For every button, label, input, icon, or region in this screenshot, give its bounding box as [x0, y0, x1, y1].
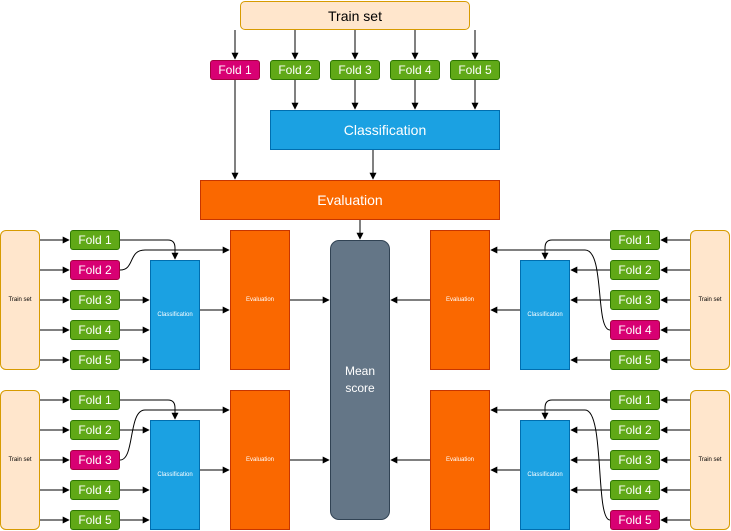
cv-left-upper-fold-3: Fold 3: [70, 290, 120, 310]
top-fold-4: Fold 4: [390, 60, 440, 80]
cv-left-upper-fold-5: Fold 5: [70, 350, 120, 370]
mean-score-box: Mean score: [330, 240, 390, 520]
cv-right-lower-fold-2: Fold 2: [610, 420, 660, 440]
cv-right-upper-fold-3: Fold 3: [610, 290, 660, 310]
cv-left-upper-fold-2: Fold 2: [70, 260, 120, 280]
cv-left-lower-fold-5: Fold 5: [70, 510, 120, 530]
cv-right-lower-train-set-box: Train set: [690, 390, 730, 530]
cv-left-upper-train-set-box: Train set: [0, 230, 40, 370]
cv-right-lower-fold-5: Fold 5: [610, 510, 660, 530]
cv-left-upper-fold-4: Fold 4: [70, 320, 120, 340]
cv-left-lower-fold-2: Fold 2: [70, 420, 120, 440]
cv-left-lower-classification-box: Classification: [150, 420, 200, 530]
top-fold-1: Fold 1: [210, 60, 260, 80]
connector-arrow: [490, 406, 611, 521]
cv-right-lower-classification-box: Classification: [520, 420, 570, 530]
classification-box: Classification: [270, 110, 500, 150]
cv-right-upper-fold-5: Fold 5: [610, 350, 660, 370]
cv-right-upper-fold-4: Fold 4: [610, 320, 660, 340]
top-fold-3: Fold 3: [330, 60, 380, 80]
cv-left-upper-fold-1: Fold 1: [70, 230, 120, 250]
evaluation-box: Evaluation: [200, 180, 500, 220]
cv-left-lower-train-set-box: Train set: [0, 390, 40, 530]
cv-right-upper-classification-box: Classification: [520, 260, 570, 370]
cv-left-lower-fold-3: Fold 3: [70, 450, 120, 470]
top-fold-5: Fold 5: [450, 60, 500, 80]
connector-arrow: [490, 246, 611, 331]
cv-right-lower-fold-1: Fold 1: [610, 390, 660, 410]
cv-left-upper-classification-box: Classification: [150, 260, 200, 370]
cv-right-lower-evaluation-box: Evaluation: [430, 390, 490, 530]
cv-left-upper-evaluation-box: Evaluation: [230, 230, 290, 370]
cv-right-upper-train-set-box: Train set: [690, 230, 730, 370]
cv-right-upper-evaluation-box: Evaluation: [430, 230, 490, 370]
cv-left-lower-fold-1: Fold 1: [70, 390, 120, 410]
cv-right-lower-fold-4: Fold 4: [610, 480, 660, 500]
train-set-box: Train set: [240, 1, 470, 30]
cv-right-upper-fold-2: Fold 2: [610, 260, 660, 280]
connector-arrow: [119, 406, 230, 461]
connector-arrow: [120, 239, 179, 260]
connector-arrow: [541, 399, 610, 420]
top-fold-2: Fold 2: [270, 60, 320, 80]
connector-arrow: [120, 399, 179, 420]
connector-arrow: [119, 246, 230, 271]
connector-arrow: [541, 239, 610, 260]
cv-right-upper-fold-1: Fold 1: [610, 230, 660, 250]
cv-left-lower-evaluation-box: Evaluation: [230, 390, 290, 530]
cv-right-lower-fold-3: Fold 3: [610, 450, 660, 470]
cv-left-lower-fold-4: Fold 4: [70, 480, 120, 500]
